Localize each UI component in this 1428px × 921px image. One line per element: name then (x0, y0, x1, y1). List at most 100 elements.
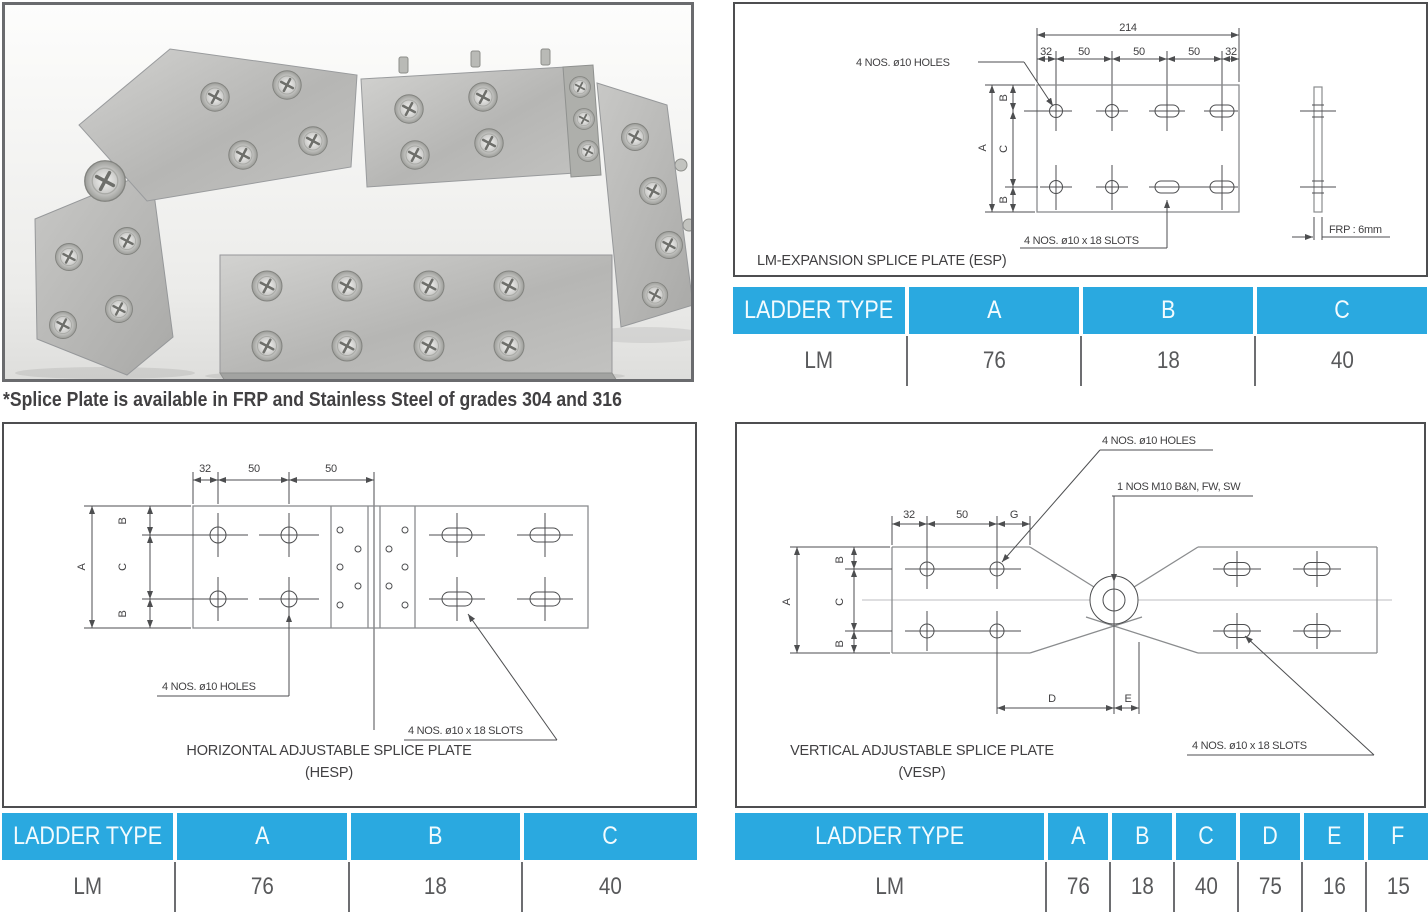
esp-th-c: C (1257, 287, 1427, 334)
vesp-td-f: 15 (1386, 873, 1410, 900)
vesp-dim-e: E (1124, 693, 1131, 705)
vesp-th-ladder-type: LADDER TYPE (735, 813, 1044, 860)
table-divider (1045, 862, 1047, 912)
hesp-subtitle: (HESP) (305, 765, 353, 781)
hesp-slots-label: 4 NOS. ø10 x 18 SLOTS (408, 725, 523, 737)
table-divider (906, 336, 908, 386)
vesp-td-d: 75 (1258, 873, 1282, 900)
esp-td-c: 40 (1330, 347, 1354, 374)
hesp-td-c: 40 (599, 873, 622, 900)
esp-th-a: A (909, 287, 1079, 334)
esp-holes (1024, 104, 1238, 194)
esp-dim-seg3: 50 (1133, 46, 1145, 58)
esp-side-view (1313, 86, 1323, 213)
esp-dim-overall: 214 (1119, 22, 1137, 34)
esp-dim-b-top: B (998, 94, 1010, 101)
vesp-th-f: F (1368, 813, 1428, 860)
esp-th-b: B (1083, 287, 1253, 334)
photo-right-assembly (360, 48, 696, 328)
esp-td-a: 76 (982, 347, 1006, 374)
esp-dim-seg4: 50 (1188, 46, 1200, 58)
esp-td-b: 18 (1156, 347, 1180, 374)
hesp-table-data-row: LM 76 18 40 (2, 860, 697, 914)
table-divider (1109, 862, 1111, 912)
vesp-dim-a: A (781, 598, 793, 606)
table-divider (1365, 862, 1367, 912)
photo-flat-plate (219, 254, 618, 382)
vesp-dim-c: C (834, 598, 846, 606)
product-photo (2, 2, 705, 383)
table-divider (1254, 336, 1256, 386)
esp-drawing: 214 32 50 50 50 32 A B C B 4 NOS. ø10 HO… (757, 22, 1390, 269)
vesp-dim-b-top: B (834, 556, 846, 563)
table-divider (1173, 862, 1175, 912)
esp-dim-b-bottom: B (998, 196, 1010, 203)
vesp-table: LADDER TYPE A B C D E F LM 76 18 40 75 1… (735, 813, 1428, 914)
esp-slots-label: 4 NOS. ø10 x 18 SLOTS (1024, 235, 1139, 247)
esp-dim-c: C (998, 145, 1010, 153)
hesp-dim-a: A (76, 563, 88, 571)
hesp-plate-outline (192, 505, 589, 629)
availability-note: *Splice Plate is available in FRP and St… (3, 389, 622, 411)
table-divider (1080, 336, 1082, 386)
vesp-table-data-row: LM 76 18 40 75 16 15 (735, 860, 1428, 914)
vesp-td-ladder-type: LM (875, 873, 904, 900)
hesp-hinge-knuckles (336, 526, 409, 609)
vesp-drawing: 32 50 G A B C B D E 4 NOS. ø10 HOLES 1 N… (781, 435, 1392, 781)
vesp-bolt-label: 1 NOS M10 B&N, FW, SW (1117, 481, 1241, 493)
vesp-th-b: B (1112, 813, 1172, 860)
hesp-th-b: B (351, 813, 520, 860)
esp-th-ladder-type: LADDER TYPE (733, 287, 905, 334)
hesp-dim-c: C (117, 563, 129, 571)
esp-panel: 214 32 50 50 50 32 A B C B 4 NOS. ø10 HO… (733, 2, 1428, 277)
vesp-dim-seg3: G (1010, 509, 1018, 521)
esp-table-data-row: LM 76 18 40 (733, 334, 1427, 388)
table-divider (1301, 862, 1303, 912)
vesp-th-a: A (1048, 813, 1108, 860)
vesp-td-a: 76 (1066, 873, 1090, 900)
photo-left-assembly (34, 48, 358, 376)
hesp-td-ladder-type: LM (73, 873, 102, 900)
vesp-dim-b-bottom: B (834, 640, 846, 647)
vesp-holes-label: 4 NOS. ø10 HOLES (1102, 435, 1196, 447)
photo-bolt-tips (398, 48, 551, 74)
vesp-subtitle: (VESP) (898, 765, 945, 781)
hesp-dim-seg3: 50 (325, 463, 337, 475)
hesp-td-b: 18 (424, 873, 447, 900)
esp-plate-outline (1036, 84, 1240, 213)
hesp-dim-b-bottom: B (117, 610, 129, 617)
table-divider (1237, 862, 1239, 912)
hesp-holes-label: 4 NOS. ø10 HOLES (162, 681, 256, 693)
hesp-table: LADDER TYPE A B C LM 76 18 40 (2, 813, 697, 914)
esp-dim-seg1: 32 (1040, 46, 1052, 58)
hesp-holes (142, 513, 573, 621)
vesp-dim-seg1: 32 (903, 509, 915, 521)
vesp-th-e: E (1304, 813, 1364, 860)
table-divider (348, 862, 350, 912)
splice-plates-photo (5, 5, 705, 383)
table-divider (174, 862, 176, 912)
vesp-dim-d: D (1048, 693, 1056, 705)
vesp-table-header-row: LADDER TYPE A B C D E F (735, 813, 1428, 860)
vesp-panel: 32 50 G A B C B D E 4 NOS. ø10 HOLES 1 N… (735, 422, 1426, 808)
esp-holes-label: 4 NOS. ø10 HOLES (856, 57, 950, 69)
vesp-td-c: 40 (1194, 873, 1218, 900)
hesp-table-header-row: LADDER TYPE A B C (2, 813, 697, 860)
esp-dim-seg2: 50 (1078, 46, 1090, 58)
table-divider (521, 862, 523, 912)
hesp-dim-seg2: 50 (248, 463, 260, 475)
vesp-dim-seg2: 50 (956, 509, 968, 521)
esp-table-header-row: LADDER TYPE A B C (733, 287, 1427, 334)
hesp-th-c: C (524, 813, 697, 860)
hesp-td-a: 76 (250, 873, 274, 900)
vesp-title: VERTICAL ADJUSTABLE SPLICE PLATE (790, 743, 1054, 759)
vesp-td-b: 18 (1130, 873, 1154, 900)
hesp-dim-seg1: 32 (199, 463, 211, 475)
hesp-drawing: 32 50 50 A B C B 4 NOS. ø10 HOLES 4 NOS.… (76, 463, 589, 781)
hesp-th-a: A (177, 813, 347, 860)
esp-thickness-label: FRP : 6mm (1329, 224, 1382, 236)
vesp-th-d: D (1240, 813, 1300, 860)
esp-dim-a: A (977, 144, 989, 152)
esp-td-ladder-type: LM (804, 347, 834, 374)
